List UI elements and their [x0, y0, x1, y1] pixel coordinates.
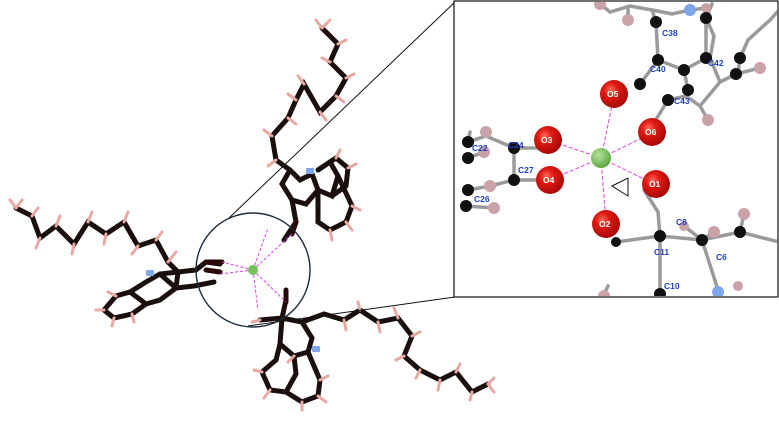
inset-panel: O1 O2 O3 O4 O5 O6 C6 C8 C10 C11 C22 C24 … [453, 0, 779, 298]
label-c43: C43 [674, 96, 690, 106]
metal-center [248, 265, 258, 275]
full-molecule [8, 18, 496, 412]
label-o6: O6 [645, 127, 657, 137]
inset-oxygen-atoms [534, 80, 670, 238]
nitrogen-atoms [146, 168, 320, 352]
lower-alkyl-chain [299, 307, 491, 396]
label-c24: C24 [508, 140, 524, 150]
inset-frame [453, 0, 779, 298]
label-c11: C11 [654, 247, 669, 257]
left-coordination-bonds [219, 227, 293, 311]
chiral-arrow-icon [610, 177, 629, 197]
left-alkyl-chain [13, 205, 171, 265]
lower-indole [257, 297, 323, 405]
label-o3: O3 [541, 135, 553, 145]
label-o1: O1 [649, 179, 661, 189]
inset-nitrogen-atoms [684, 4, 724, 296]
inset-carbon-atoms [460, 12, 746, 296]
upper-alkyl-chain [269, 25, 350, 173]
label-c42: C42 [708, 58, 724, 68]
label-c38: C38 [662, 28, 678, 38]
label-o5: O5 [607, 89, 619, 99]
label-o2: O2 [599, 219, 611, 229]
atom-o2 [592, 210, 620, 238]
left-indole [100, 259, 223, 321]
atom-o6 [638, 118, 666, 146]
zoom-circle [195, 212, 311, 328]
projection-lines [228, 1, 456, 327]
label-o4: O4 [543, 175, 555, 185]
hydrogen-atoms [8, 18, 496, 412]
atom-o1 [642, 170, 670, 198]
inset-hydrogen-atoms [478, 2, 766, 296]
inset-metal-center [591, 148, 611, 168]
label-c40: C40 [650, 64, 666, 74]
label-c22: C22 [472, 143, 488, 153]
label-c10: C10 [664, 281, 680, 291]
label-c27: C27 [518, 165, 534, 175]
carbon-labels: C6 C8 C10 C11 C22 C24 C26 C27 C38 C40 C4… [472, 28, 727, 291]
atom-o3 [534, 126, 562, 154]
atom-o4 [536, 166, 564, 194]
label-c6: C6 [716, 252, 727, 262]
oxygen-labels: O1 O2 O3 O4 O5 O6 [541, 89, 661, 229]
carbonyl-oxygens [203, 219, 299, 305]
label-c8: C8 [676, 217, 687, 227]
atom-o5 [600, 80, 628, 108]
label-c26: C26 [474, 194, 490, 204]
